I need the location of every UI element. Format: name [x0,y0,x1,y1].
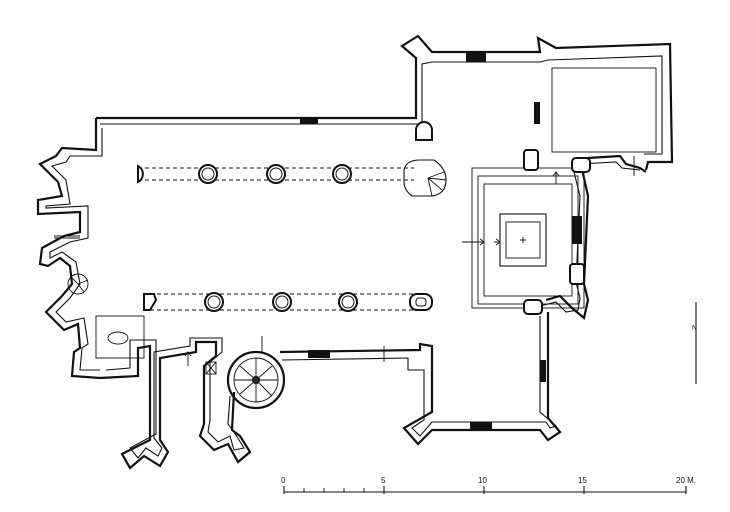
scale-label-10: 10 [478,476,487,485]
scale-label-5: 5 [381,476,386,485]
spiral-stair [226,350,286,410]
scale-label-15: 15 [578,476,587,485]
outer-walls [36,34,674,470]
scale-label-20m: 20 M. [676,476,696,485]
north-label: N [692,325,697,332]
north-stair [403,159,447,197]
piers [137,121,591,315]
scale-bar: 0 5 10 15 20 M. [281,476,696,494]
interior [54,52,657,430]
north-arrow: N [692,302,697,384]
scale-label-0: 0 [281,476,286,485]
